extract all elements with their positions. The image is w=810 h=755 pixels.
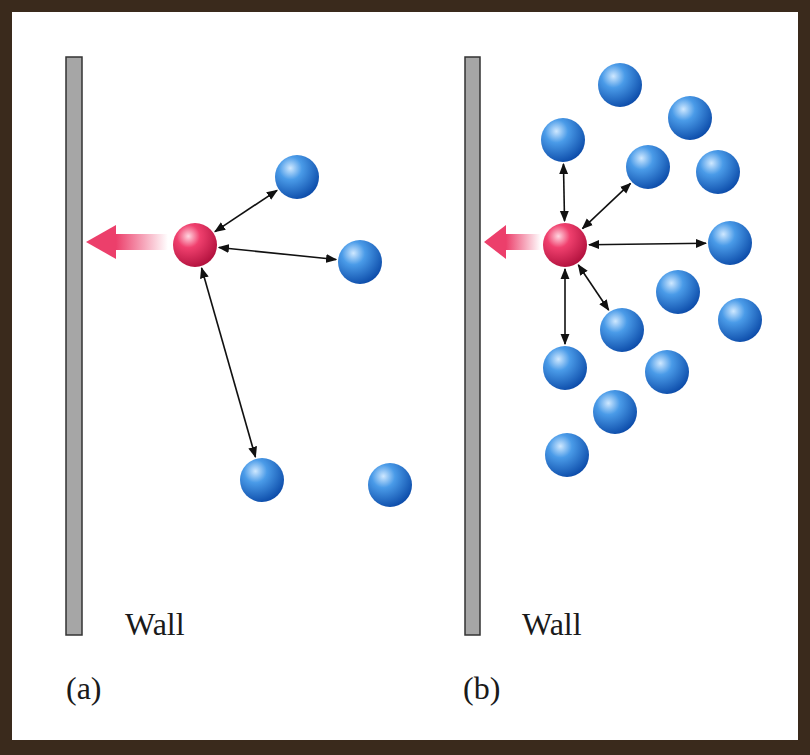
interaction-arrow	[215, 190, 277, 231]
blue-molecule	[600, 308, 644, 352]
interaction-arrow	[578, 265, 608, 310]
blue-molecule	[338, 240, 382, 284]
blue-molecule	[626, 145, 670, 189]
force-arrow-shaft	[116, 234, 168, 250]
blue-molecule	[598, 63, 642, 107]
interaction-arrow	[563, 164, 564, 221]
red-molecule	[543, 223, 587, 267]
wall-label: Wall	[522, 608, 582, 640]
blue-molecule	[696, 150, 740, 194]
blue-molecule	[656, 270, 700, 314]
blue-molecule	[545, 433, 589, 477]
blue-molecule	[718, 298, 762, 342]
force-arrow-head	[484, 225, 506, 259]
blue-molecule	[541, 118, 585, 162]
interaction-arrow	[582, 183, 630, 228]
blue-molecule	[668, 96, 712, 140]
interaction-arrow	[202, 268, 256, 457]
wall-label: Wall	[125, 608, 185, 640]
interaction-arrow	[589, 243, 706, 244]
blue-molecule	[708, 221, 752, 265]
force-arrow-head	[86, 225, 116, 259]
red-molecule	[173, 223, 217, 267]
blue-molecule	[240, 458, 284, 502]
blue-molecule	[645, 350, 689, 394]
blue-molecule	[593, 390, 637, 434]
interaction-arrow	[564, 269, 566, 344]
blue-molecule	[275, 155, 319, 199]
panel-label: (a)	[66, 672, 102, 704]
molecules	[86, 63, 762, 507]
wall-bar	[465, 57, 480, 635]
force-arrow-shaft	[506, 234, 541, 250]
wall-bar	[66, 57, 82, 635]
panel-label: (b)	[463, 672, 500, 704]
blue-molecule	[543, 346, 587, 390]
interaction-arrow	[219, 247, 336, 259]
blue-molecule	[368, 463, 412, 507]
